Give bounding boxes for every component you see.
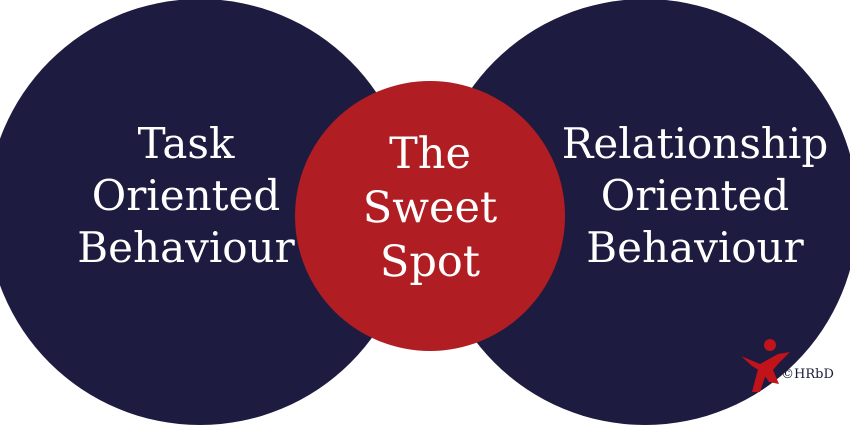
copyright-text: ©HRbD — [781, 367, 834, 382]
left-label-line-3: Behaviour — [77, 223, 295, 272]
left-circle — [0, 0, 413, 425]
left-circle-label: Task Oriented Behaviour — [77, 119, 295, 272]
right-circle-label: Relationship Oriented Behaviour — [562, 119, 829, 272]
person-figure-icon — [741, 339, 790, 392]
left-label-line-1: Task — [138, 119, 235, 168]
right-circle — [432, 0, 850, 425]
center-label-line-1: The — [389, 129, 471, 179]
right-label-line-1: Relationship — [562, 119, 829, 168]
center-label-line-2: Sweet — [363, 183, 497, 233]
hrbd-logo: ©HRbD — [741, 339, 834, 392]
right-label-line-2: Oriented — [601, 171, 789, 220]
center-label-line-3: Spot — [380, 237, 480, 287]
center-circle-label: The Sweet Spot — [363, 129, 497, 287]
center-circle — [295, 81, 565, 351]
left-label-line-2: Oriented — [92, 171, 280, 220]
right-label-line-3: Behaviour — [586, 223, 804, 272]
